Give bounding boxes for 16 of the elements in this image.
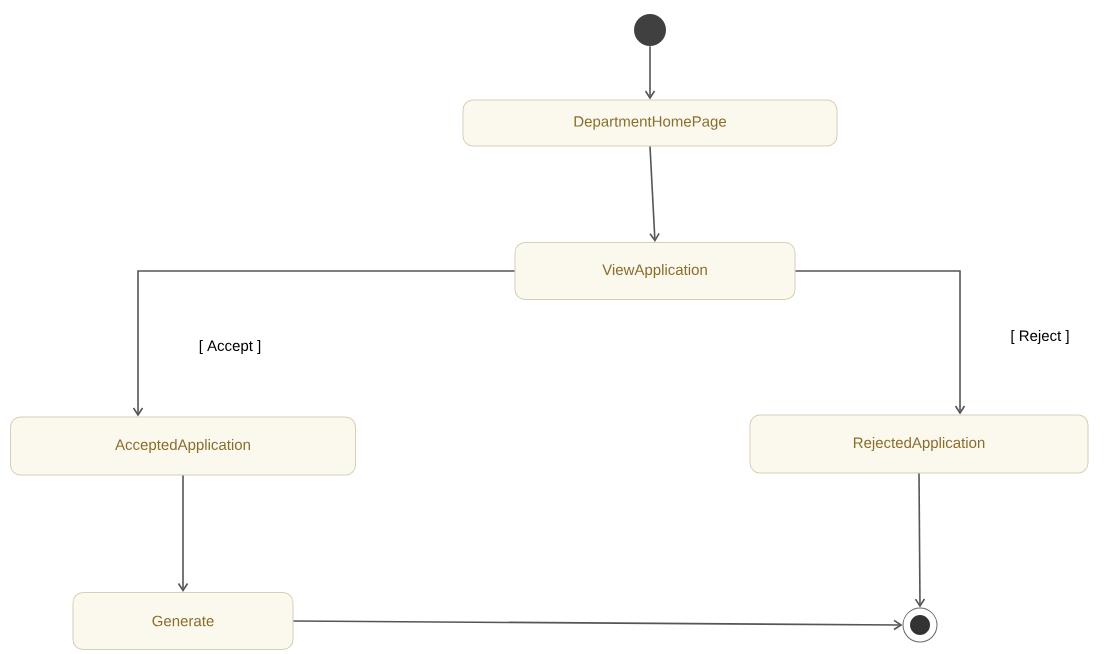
initial-state: [634, 14, 666, 46]
guard-label: [ Accept ]: [197, 339, 263, 355]
arrow: [644, 45, 656, 100]
arrow: [132, 270, 516, 417]
arrow: [794, 270, 966, 415]
arrow: [177, 474, 189, 592]
state-box: DepartmentHomePage: [462, 99, 838, 147]
arrow: [914, 472, 926, 608]
state-box: Generate: [72, 592, 294, 650]
arrow: [649, 145, 660, 242]
arrow: [292, 619, 903, 631]
final-state: [902, 607, 938, 643]
guard-label: [ Reject ]: [1009, 329, 1071, 345]
state-box: RejectedApplication: [749, 414, 1089, 474]
state-box: AcceptedApplication: [10, 416, 356, 476]
state-box: ViewApplication: [514, 242, 796, 300]
